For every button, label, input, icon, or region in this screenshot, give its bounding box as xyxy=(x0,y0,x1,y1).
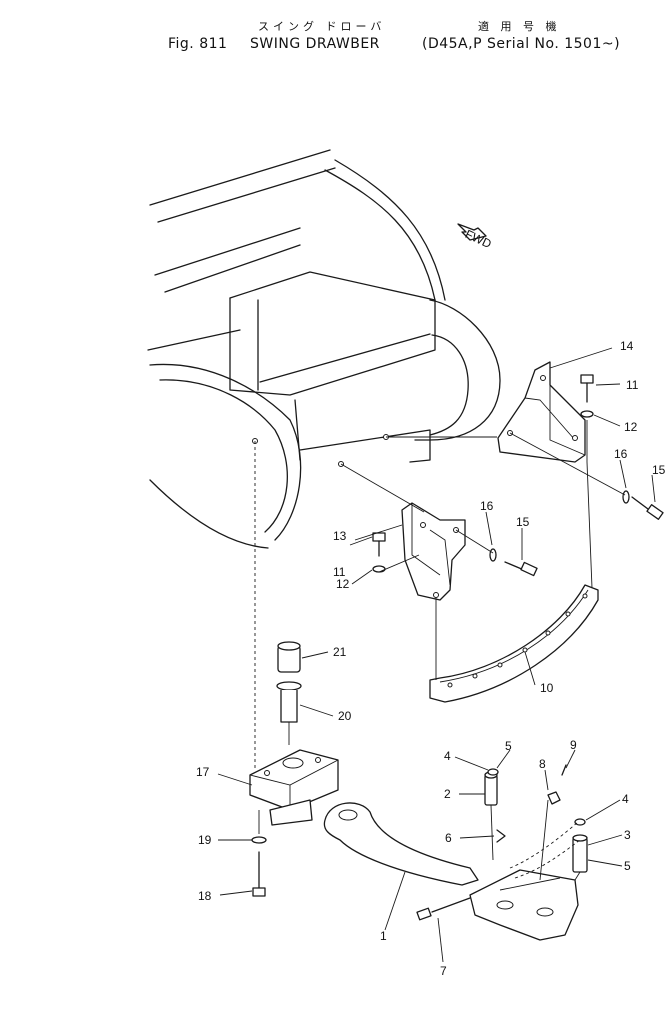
bracket-14 xyxy=(497,361,586,463)
callout-3: 3 xyxy=(624,828,631,842)
figure-label: Fig. 811 xyxy=(168,36,228,52)
ring-4-left xyxy=(487,768,499,776)
callout-15-mid: 15 xyxy=(516,515,530,529)
assembly-lines xyxy=(254,420,626,881)
japanese-applicability: 適 用 号 機 xyxy=(478,20,561,33)
japanese-title: スイング ドローバ xyxy=(258,20,386,33)
cotter-pin-9 xyxy=(561,764,567,776)
callout-10: 10 xyxy=(540,681,554,695)
bolt-15-right xyxy=(622,490,664,520)
callout-5-lower: 5 xyxy=(624,859,631,873)
callout-18: 18 xyxy=(198,889,212,903)
callout-19: 19 xyxy=(198,833,212,847)
callout-7: 7 xyxy=(440,964,447,978)
bolt-11-lower xyxy=(372,532,386,573)
pin-3 xyxy=(572,834,588,873)
bolt-15-mid xyxy=(489,548,538,577)
callout-21: 21 xyxy=(333,645,347,659)
callout-6: 6 xyxy=(445,831,452,845)
tractor-body xyxy=(147,149,501,549)
leader-lines xyxy=(217,347,656,963)
callout-9: 9 xyxy=(570,738,577,752)
callout-11-upper: 11 xyxy=(626,378,639,392)
drawbar-rail-10 xyxy=(429,584,599,703)
clip-6 xyxy=(496,829,506,843)
pin-2 xyxy=(484,771,498,806)
drawbar-1 xyxy=(323,802,479,886)
callout-5-upper: 5 xyxy=(505,739,512,753)
callout-14: 14 xyxy=(620,339,634,353)
bolt-7 xyxy=(416,897,471,921)
callout-11-lower: 11 xyxy=(333,565,346,579)
figure-title: SWING DRAWBER xyxy=(250,36,380,52)
callout-16-right: 16 xyxy=(614,447,628,461)
forward-arrow-label: FWD xyxy=(463,227,494,251)
callout-15-right: 15 xyxy=(652,463,666,477)
callout-13: 13 xyxy=(333,529,347,543)
callout-2: 2 xyxy=(444,787,451,801)
cap-21 xyxy=(277,641,301,673)
bolt-18 xyxy=(251,836,267,897)
callout-8: 8 xyxy=(539,757,546,771)
callout-12-lower: 12 xyxy=(336,577,350,591)
applicability: (D45A,P Serial No. 1501~) xyxy=(422,36,621,52)
callout-4-left: 4 xyxy=(444,749,451,763)
nut-8 xyxy=(547,791,561,805)
callout-1: 1 xyxy=(380,929,387,943)
callout-16-mid: 16 xyxy=(480,499,494,513)
callout-12-upper: 12 xyxy=(624,420,638,434)
forward-arrow-icon: FWD xyxy=(457,223,494,251)
ring-4-right xyxy=(574,818,586,826)
callout-20: 20 xyxy=(338,709,352,723)
swivel-block-17 xyxy=(249,749,339,826)
bracket-13 xyxy=(401,502,466,601)
callout-17: 17 xyxy=(196,765,210,779)
hitch-body xyxy=(469,869,579,941)
bolt-11-upper xyxy=(580,374,594,418)
callout-4-right: 4 xyxy=(622,792,629,806)
pin-20 xyxy=(276,681,302,723)
callout-numbers: 14 11 12 16 15 16 15 13 11 12 10 21 20 1… xyxy=(196,339,666,978)
